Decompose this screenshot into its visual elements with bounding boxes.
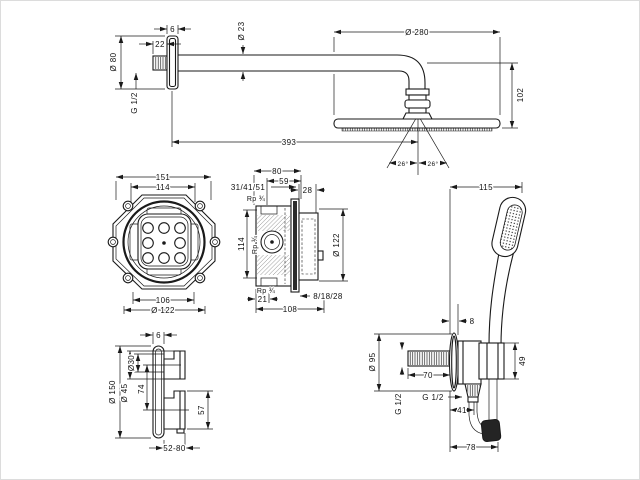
dim-mount-width: 114 — [156, 183, 170, 192]
mounting-ears — [107, 200, 221, 284]
dim-thread-horizontal: G 1/2 — [422, 393, 444, 402]
overhead-dimensions: 6 22 Ø 80 G 1/2 Ø 23 Ø 280 102 393 26° 2… — [108, 20, 527, 169]
dim-knob-step-diameter: Ø30 — [127, 355, 136, 371]
dim-thread-vertical: G 1/2 — [394, 393, 403, 415]
hand-shower-dimensions: 115 8 Ø 95 G 1/2 70 G 1/2 41 49 78 — [367, 182, 529, 454]
shower-head-disc — [333, 118, 501, 129]
hose-coupling — [480, 419, 502, 442]
spray-face — [341, 127, 493, 132]
front-box — [298, 212, 319, 281]
dim-adjustment-range: 8/18/28 — [313, 292, 343, 301]
dim-reach: 115 — [479, 183, 493, 192]
dim-lower-width: 106 — [156, 296, 171, 305]
basic-set-side-figure: 80 59 31/41/51 28 Rp ¾ 114 Rp ¾ Ø 122 Rp… — [230, 166, 348, 315]
shower-holder — [478, 342, 505, 380]
dim-body-diameter: Ø 122 — [151, 306, 175, 315]
dim-lower-knob-diameter: 57 — [197, 405, 206, 415]
dim-knob-diameter: Ø 45 — [120, 383, 129, 402]
dim-thread-mid: Rp ¾ — [252, 236, 259, 254]
overhead-shower-figure: 6 22 Ø 80 G 1/2 Ø 23 Ø 280 102 393 26° 2… — [108, 20, 527, 175]
hand-shower-handle — [488, 250, 515, 347]
thermostat-dimensions: 6 Ø 150 Ø30 Ø 45 74 57 52-80 — [107, 330, 213, 454]
ibox-side-outline — [255, 198, 324, 293]
dim-install-depth-range: 52-80 — [163, 444, 186, 453]
basic-set-side-dimensions: 80 59 31/41/51 28 Rp ¾ 114 Rp ¾ Ø 122 Rp… — [230, 166, 348, 315]
dim-plate-diameter: Ø 150 — [108, 380, 117, 404]
dim-swivel-left: 26° — [397, 160, 408, 168]
hand-shower-outline — [407, 189, 527, 452]
seal-ring — [122, 200, 206, 284]
basic-set-front-dimensions: 151 114 106 Ø 122 — [115, 172, 212, 316]
dim-holder-height: 49 — [518, 356, 527, 366]
dim-head-diameter: Ø 280 — [405, 28, 429, 37]
dim-body-height: 114 — [237, 237, 246, 251]
dim-offset-21: 21 — [258, 295, 268, 304]
dim-plate-thickness: 6 — [156, 331, 161, 340]
dim-flange-thickness: 6 — [170, 25, 175, 34]
dim-depth-59: 59 — [279, 177, 289, 186]
dim-pipe-length: 70 — [423, 371, 433, 380]
outlet-body — [457, 340, 482, 385]
dim-thread-top: Rp ¾ — [247, 196, 265, 203]
dim-plaster-depths: 31/41/51 — [231, 183, 265, 192]
thermostat-outline — [152, 345, 186, 439]
dim-escutcheon-diameter: Ø 122 — [332, 233, 341, 257]
dim-head-height: 102 — [516, 88, 525, 103]
dim-flange-diameter: Ø 80 — [109, 52, 118, 71]
escutcheon-plate — [152, 345, 165, 439]
dim-wall-connection-thread: G 1/2 — [130, 92, 139, 114]
dim-hose-offset: 41 — [457, 406, 467, 415]
dim-knob-spacing: 74 — [137, 384, 146, 394]
dim-arm-reach: 393 — [282, 138, 297, 147]
ball-joint — [402, 88, 433, 120]
dim-arm-diameter: Ø 23 — [237, 21, 246, 40]
thermostat-figure: 6 Ø 150 Ø30 Ø 45 74 57 52-80 — [107, 330, 213, 454]
hand-shower-head — [491, 196, 527, 258]
dim-thread-bottom: Rp ¾ — [257, 288, 275, 295]
shower-arm-outline — [152, 35, 501, 175]
dim-nipple-length: 22 — [155, 40, 165, 49]
dim-escutcheon-diameter-outlet: Ø 95 — [368, 352, 377, 371]
dim-overall-width: 151 — [156, 173, 171, 182]
dim-front-depth: 28 — [303, 186, 313, 195]
dim-bottom-reach: 78 — [466, 443, 476, 452]
dim-wall-offset: 8 — [470, 317, 475, 326]
dim-swivel-right: 26° — [427, 160, 438, 168]
dim-depth-80: 80 — [272, 167, 282, 176]
hand-shower-figure: 115 8 Ø 95 G 1/2 70 G 1/2 41 49 78 — [367, 182, 529, 454]
basic-set-front-figure: 151 114 106 Ø 122 — [107, 172, 221, 316]
ibox-front-outline — [107, 194, 221, 290]
port-holes — [142, 222, 186, 264]
shower-hose — [468, 379, 502, 442]
dim-total-depth: 108 — [283, 305, 298, 314]
outlet-escutcheon — [448, 332, 460, 392]
